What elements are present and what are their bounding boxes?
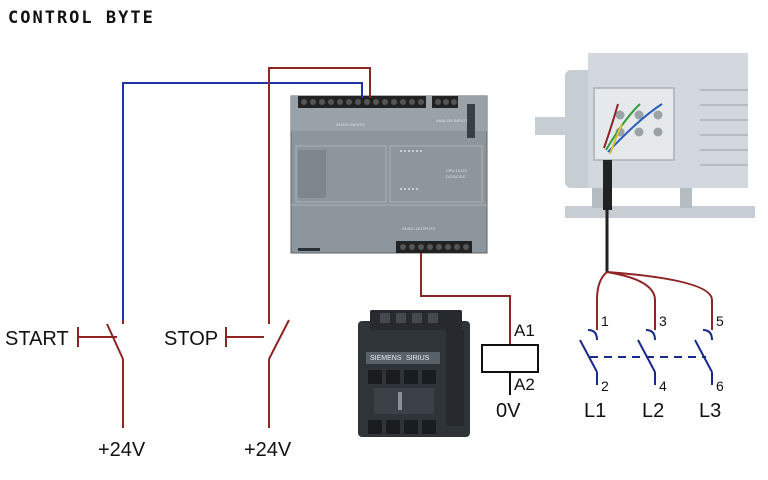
terminal-2: 2 bbox=[601, 378, 609, 394]
terminal-6: 6 bbox=[716, 378, 724, 394]
contactor: SIEMENS SIRIUS bbox=[358, 310, 470, 437]
plc-inputs-label: 24VDC INPUTS bbox=[336, 122, 365, 127]
coil-a2-label: A2 bbox=[514, 375, 535, 394]
phase-l3: L3 bbox=[699, 400, 721, 422]
phase-l2: L2 bbox=[642, 400, 664, 422]
coil-a1-label: A1 bbox=[514, 321, 535, 340]
plc-outputs-label: 24VDC OUTPUTS bbox=[402, 226, 435, 231]
plc-output-terminals bbox=[396, 241, 472, 253]
contactor-coil bbox=[481, 344, 539, 395]
motor bbox=[535, 53, 755, 218]
terminal-1: 1 bbox=[601, 313, 609, 329]
stop-label: STOP bbox=[164, 328, 218, 350]
terminal-5: 5 bbox=[716, 313, 724, 329]
phase-l1: L1 bbox=[584, 400, 606, 422]
plc-model-sub: DC/DC/DC bbox=[446, 174, 466, 179]
terminal-3: 3 bbox=[659, 313, 667, 329]
terminal-4: 4 bbox=[659, 378, 667, 394]
stop-supply-label: +24V bbox=[244, 439, 292, 461]
start-signal-wire bbox=[122, 82, 363, 320]
output-wire bbox=[420, 253, 511, 345]
zero-volt-label: 0V bbox=[496, 400, 521, 422]
stop-signal-wire bbox=[268, 67, 371, 320]
contactor-series: SIRIUS bbox=[406, 355, 430, 362]
stop-button-contact bbox=[225, 319, 290, 428]
start-button-contact bbox=[77, 320, 124, 428]
plc-model: CPU 1212C bbox=[446, 168, 467, 173]
start-label: START bbox=[5, 328, 69, 350]
plc-analog-label: ANALOG INPUTS bbox=[436, 118, 469, 123]
contactor-brand: SIEMENS bbox=[370, 355, 402, 362]
plc: 24VDC INPUTS ANALOG INPUTS CPU 1212C DC/… bbox=[290, 95, 488, 254]
start-supply-label: +24V bbox=[98, 439, 146, 461]
control-byte-logo: CONTROL BYTE bbox=[8, 8, 155, 28]
power-wiring bbox=[579, 208, 713, 385]
